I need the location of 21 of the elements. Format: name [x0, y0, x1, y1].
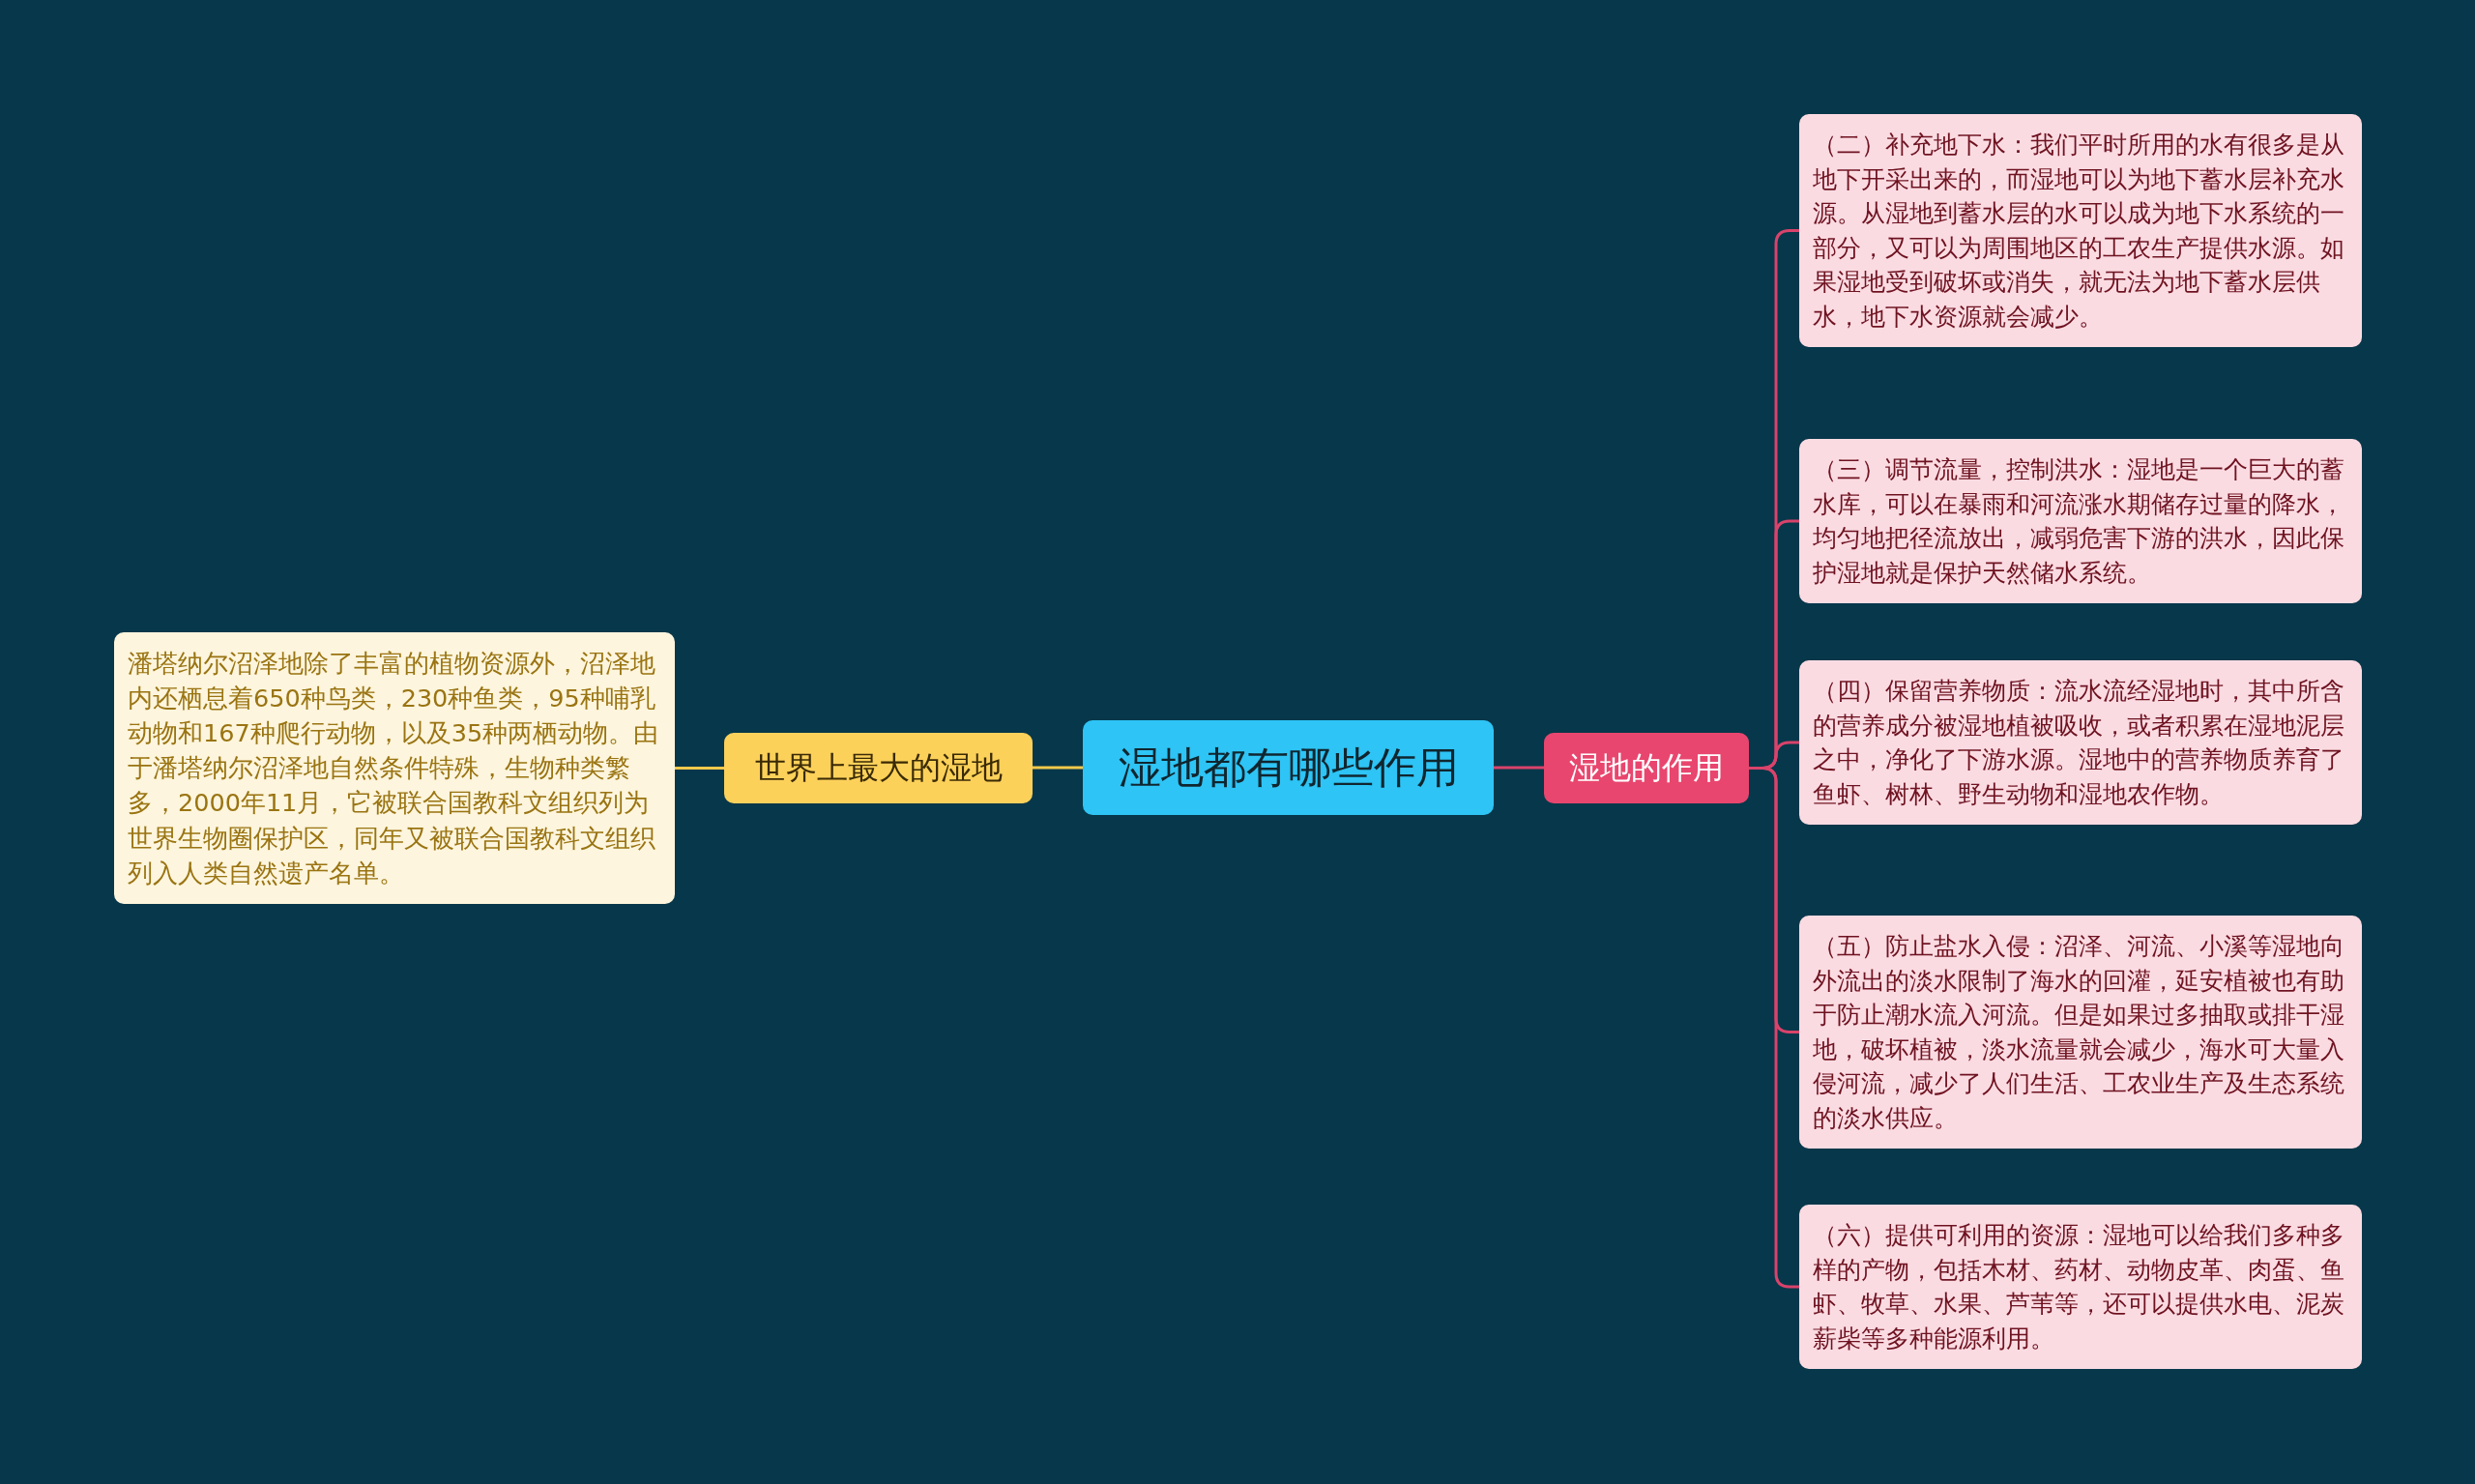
- branch-topic: [724, 732, 1033, 803]
- note-text: （六）提供可利用的资源：湿地可以给我们多种多样的产物，包括木材、药材、动物皮革、肉蛋、鱼虾、牧草、水果、芦苇等，还可以提供水电、泥炭薪柴等多种能源利用。: [1813, 1220, 2345, 1354]
- note-card: [1799, 439, 2362, 603]
- topic-text: 湿地的作用: [1568, 747, 1725, 788]
- connector-line: [1033, 766, 1083, 770]
- note-card: [1799, 660, 2362, 825]
- connector-line: [1494, 766, 1544, 770]
- connector-line: [675, 767, 724, 770]
- note-card: [1799, 1205, 2362, 1369]
- note-text: （三）调节流量，控制洪水：湿地是一个巨大的蓄水库，可以在暴雨和河流涨水期储存过量的降水，均匀地把径流放出，减弱危害下游的洪水，因此保护湿地就是保护天然储水系统。: [1813, 454, 2345, 589]
- central-topic: [1083, 720, 1494, 816]
- note-text: （二）补充地下水：我们平时所用的水有很多是从地下开采出来的，而湿地可以为地下蓄水层补充水源。从湿地到蓄水层的水可以成为地下水系统的一部分，又可以为周围地区的工农生产提供水源。如果湿地受到破坏或消失，就无法为地下蓄水层供水，地下水资源就会减少。: [1813, 130, 2345, 333]
- topic-text: 湿地都有哪些作用: [1117, 742, 1460, 794]
- note-text: （五）防止盐水入侵：沼泽、河流、小溪等湿地向外流出的淡水限制了海水的回灌，延安植被也有助于防止潮水流入河流。但是如果过多抽取或排干湿地，破坏植被，淡水流量就会减少，海水可大量入侵河流，减少了人们生活、工农业生产及生态系统的淡水供应。: [1813, 931, 2345, 1134]
- branch-topic: [1544, 732, 1749, 803]
- note-card: [114, 631, 675, 904]
- topic-text: 世界上最大的湿地: [753, 747, 1004, 788]
- note-card: [1799, 114, 2362, 347]
- note-card: [1799, 916, 2362, 1149]
- note-text: （四）保留营养物质：流水流经湿地时，其中所含的营养成分被湿地植被吸收，或者积累在湿地泥层之中，净化了下游水源。湿地中的营养物质养育了鱼虾、树林、野生动物和湿地农作物。: [1813, 676, 2345, 810]
- note-text: 潘塔纳尔沼泽地除了丰富的植物资源外，沼泽地内还栖息着650种鸟类，230种鱼类，95种哺乳动物和167种爬行动物，以及35种两栖动物。由于潘塔纳尔沼泽地自然条件特殊，生物种类繁多，2000年11月，它被联合国教科文组织列为世界生物圈保护区，同年又被联合国教科文组织列入人类自然遗产名单。: [128, 647, 660, 889]
